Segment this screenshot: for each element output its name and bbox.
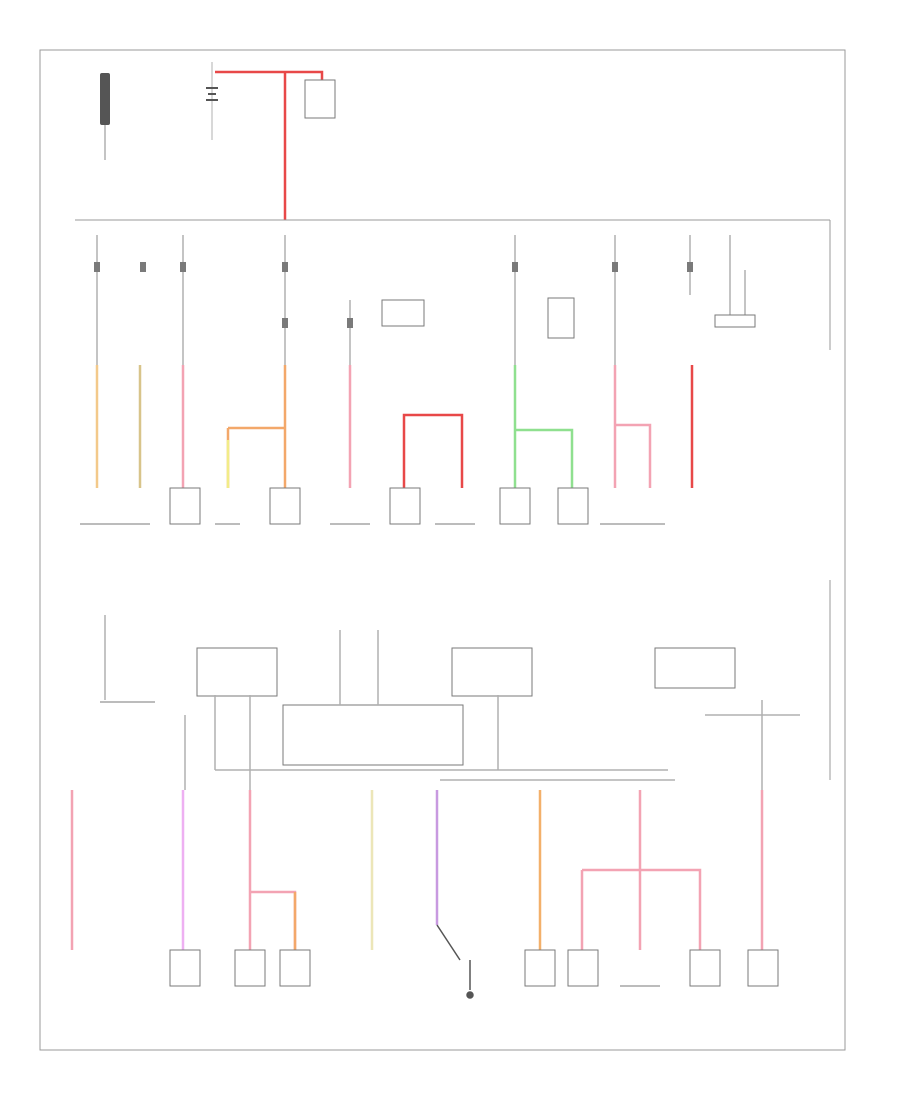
fusible-link-symbol xyxy=(100,73,110,125)
colored-wires-top xyxy=(95,365,694,488)
relay-box-top-3 xyxy=(714,314,756,328)
power-source-group xyxy=(100,62,336,220)
relays-bottom xyxy=(196,647,736,766)
relay-box-top-2 xyxy=(547,297,575,339)
diagram-frame xyxy=(39,49,846,1051)
switch-symbol-bottom xyxy=(436,924,474,999)
relay-box-top-1 xyxy=(381,299,425,327)
top-component-box xyxy=(304,79,336,119)
bottom-bus-lines xyxy=(104,615,800,790)
battery-feed-wire xyxy=(215,70,324,220)
components-top-row xyxy=(80,487,665,525)
battery-symbol xyxy=(206,62,218,140)
colored-wires-bottom xyxy=(70,790,764,950)
components-bottom-row xyxy=(100,701,779,987)
fuse-symbols-top xyxy=(94,262,693,328)
